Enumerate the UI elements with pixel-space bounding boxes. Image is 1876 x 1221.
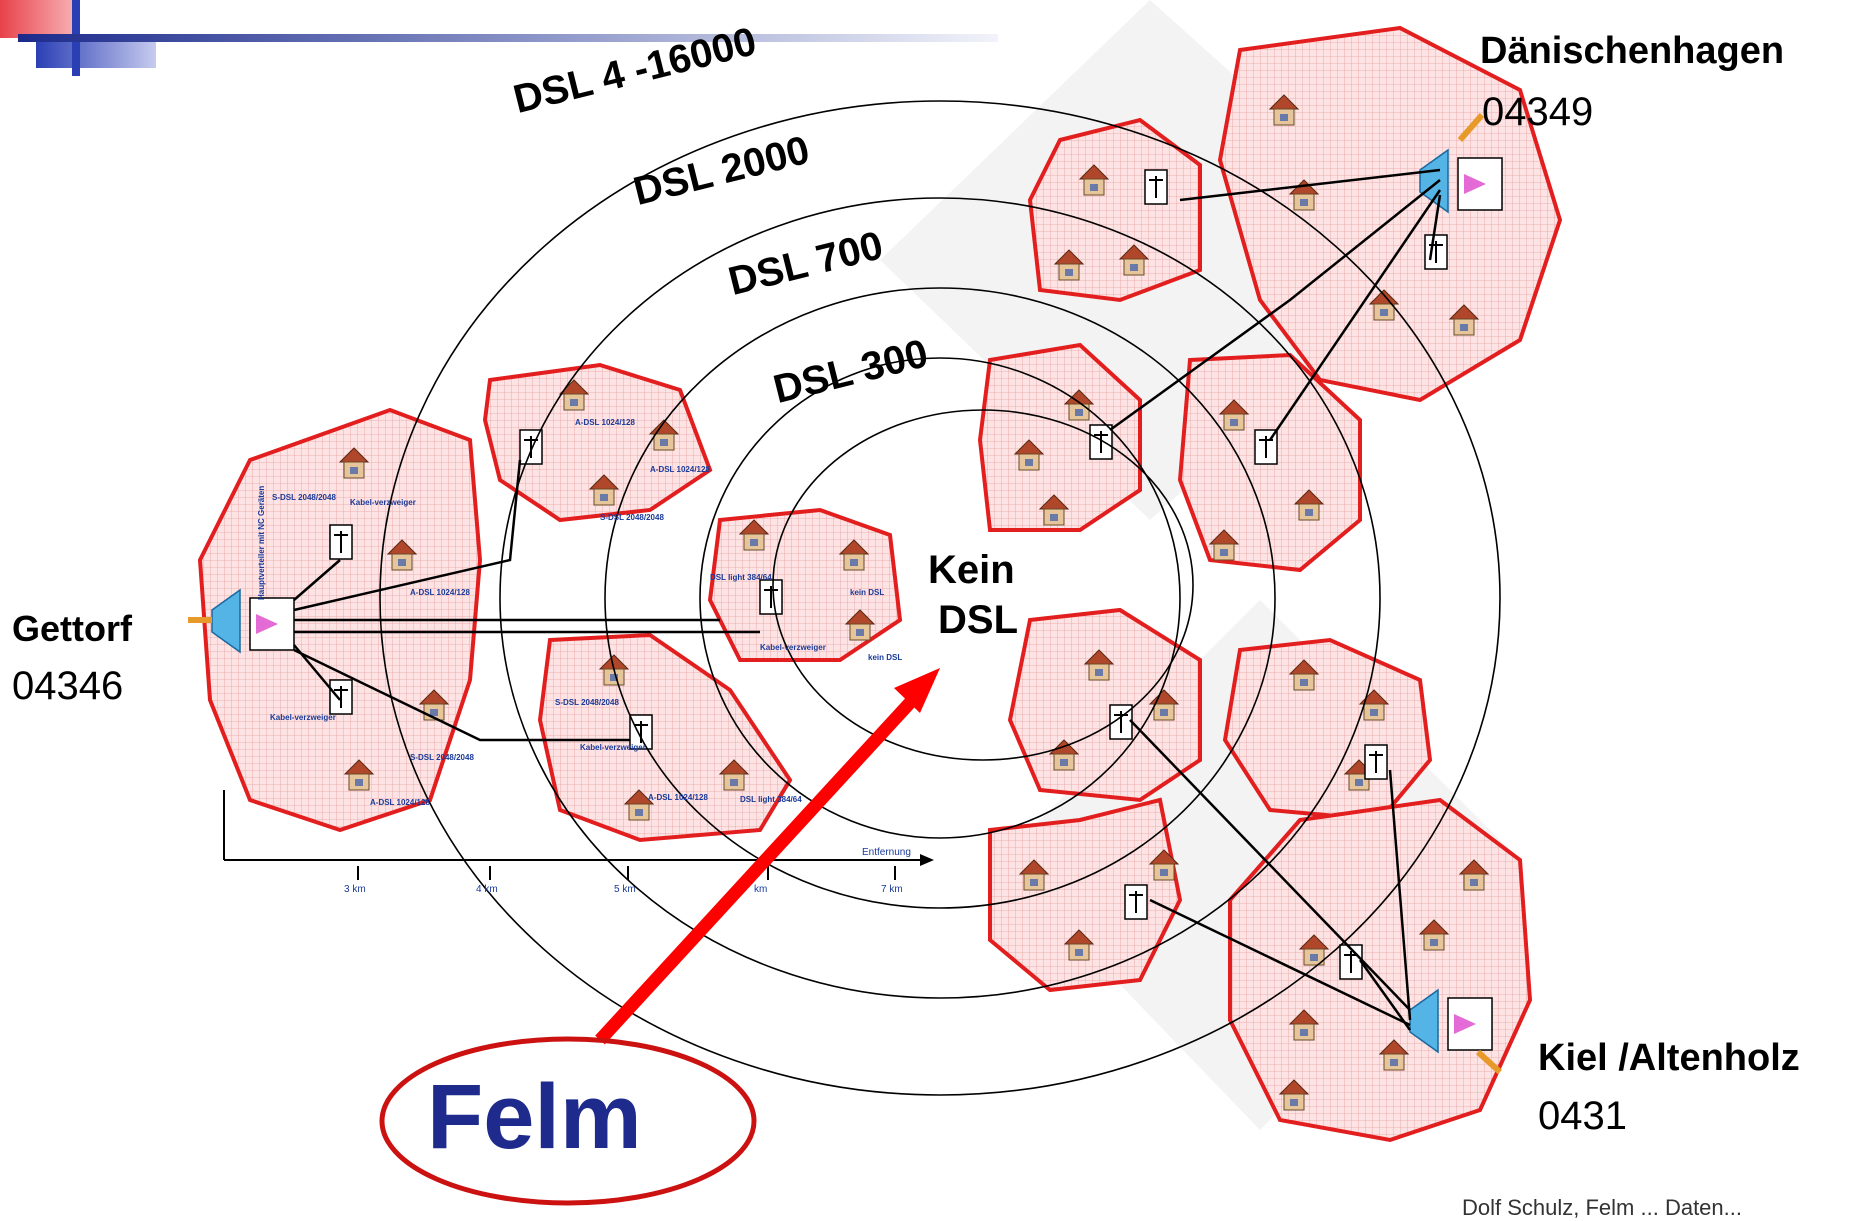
axis-arrow bbox=[920, 854, 934, 866]
node-label: S-DSL 2048/2048 bbox=[272, 493, 336, 502]
city-name-kiel: Kiel /Altenholz bbox=[1538, 1037, 1800, 1079]
cluster-mid-right-a bbox=[977, 342, 1142, 532]
axis-tick-label: km bbox=[754, 884, 767, 895]
city-code-gettorf: 04346 bbox=[12, 664, 124, 708]
wire bbox=[1358, 959, 1412, 1031]
corner-decoration bbox=[0, 0, 1000, 80]
axis-tick-label: 3 km bbox=[344, 884, 366, 895]
felm-label: Felm bbox=[427, 1066, 642, 1168]
wire bbox=[1268, 189, 1442, 441]
node-label: A-DSL 1024/128 bbox=[575, 418, 635, 427]
node-label: A-DSL 1024/128 bbox=[410, 588, 470, 597]
node-label: Kabel-verzweiger bbox=[270, 713, 336, 722]
cabinet-icon bbox=[1124, 884, 1148, 920]
cabinet-icon bbox=[1364, 744, 1388, 780]
node-label: DSL light 384/64 bbox=[740, 795, 802, 804]
distance-axis: 3 km 4 km 5 km km 7 km Entfernung bbox=[223, 790, 934, 895]
cabinet-icon bbox=[329, 524, 353, 560]
city-name-daenischenhagen: Dänischenhagen bbox=[1480, 30, 1785, 72]
node-label: S-DSL 2048/2048 bbox=[555, 698, 619, 707]
cluster-center bbox=[707, 507, 903, 662]
city-code-kiel: 0431 bbox=[1538, 1094, 1627, 1138]
main-distributor-kiel bbox=[1409, 988, 1493, 1054]
feed-arrow-kiel bbox=[1475, 1049, 1503, 1075]
cluster-mid-left bbox=[537, 632, 793, 843]
ring-dsl-300 bbox=[699, 357, 1181, 839]
node-label: A-DSL 1024/128 bbox=[650, 465, 710, 474]
main-distributor-gettorf bbox=[211, 588, 295, 654]
node-label: A-DSL 1024/128 bbox=[648, 793, 708, 802]
wire bbox=[1149, 898, 1411, 1027]
axis-tick-label: 4 km bbox=[476, 884, 498, 895]
felm-ellipse bbox=[379, 1036, 757, 1206]
ring-dsl-700 bbox=[604, 287, 1276, 909]
node-label: kein DSL bbox=[868, 653, 902, 662]
ring-dsl-16000 bbox=[379, 100, 1501, 1096]
cabinet-icon bbox=[1424, 234, 1448, 270]
wire bbox=[1428, 194, 1442, 261]
node-label: Kabel-verzweiger bbox=[580, 743, 646, 752]
city-name-gettorf: Gettorf bbox=[12, 608, 132, 649]
main-distributor-daenischenhagen bbox=[1419, 148, 1503, 214]
wire bbox=[1388, 769, 1412, 1021]
wire bbox=[293, 559, 341, 601]
wire bbox=[1179, 168, 1441, 202]
cabinet-icon bbox=[1089, 424, 1113, 460]
node-label: S-DSL 2048/2048 bbox=[600, 513, 664, 522]
node-label: S-DSL 2048/2048 bbox=[410, 753, 474, 762]
cabinet-icon bbox=[759, 579, 783, 615]
wire bbox=[1109, 179, 1441, 432]
axis-tick-label: 7 km bbox=[881, 884, 903, 895]
node-label: Kabel-verzweiger bbox=[760, 643, 826, 652]
main-distributor-label: Hauptverteiler mit NC Geräten bbox=[257, 486, 266, 600]
node-label: Kabel-verzweiger bbox=[350, 498, 416, 507]
ring-dsl-2000 bbox=[499, 197, 1381, 999]
felm-arrow bbox=[595, 668, 940, 1045]
node-label: A-DSL 1024/128 bbox=[370, 798, 430, 807]
cabinet-icon bbox=[329, 679, 353, 715]
axis-tick-label: 5 km bbox=[614, 884, 636, 895]
wire bbox=[293, 648, 630, 742]
ring-inner bbox=[772, 409, 1194, 761]
cluster-kiel bbox=[1228, 797, 1533, 1143]
axis-title: Entfernung bbox=[862, 847, 911, 858]
feed-arrow-daenischenhagen bbox=[1457, 113, 1485, 142]
wire bbox=[293, 459, 522, 612]
cabinet-icon bbox=[1144, 169, 1168, 205]
header-rule bbox=[18, 34, 998, 42]
corner-red-square bbox=[0, 0, 75, 38]
cluster-upper-left bbox=[482, 362, 713, 523]
node-label: kein DSL bbox=[850, 588, 884, 597]
center-label-line1: Kein bbox=[928, 548, 1015, 592]
center-label-line2: DSL bbox=[938, 598, 1018, 642]
city-code-daenischenhagen: 04349 bbox=[1482, 90, 1594, 134]
footer-fragment: Dolf Schulz, Felm ... Daten... bbox=[1462, 1195, 1742, 1220]
wire bbox=[1129, 719, 1411, 1011]
cluster-lower-mid bbox=[988, 797, 1183, 993]
node-label: DSL light 384/64 bbox=[710, 573, 772, 582]
